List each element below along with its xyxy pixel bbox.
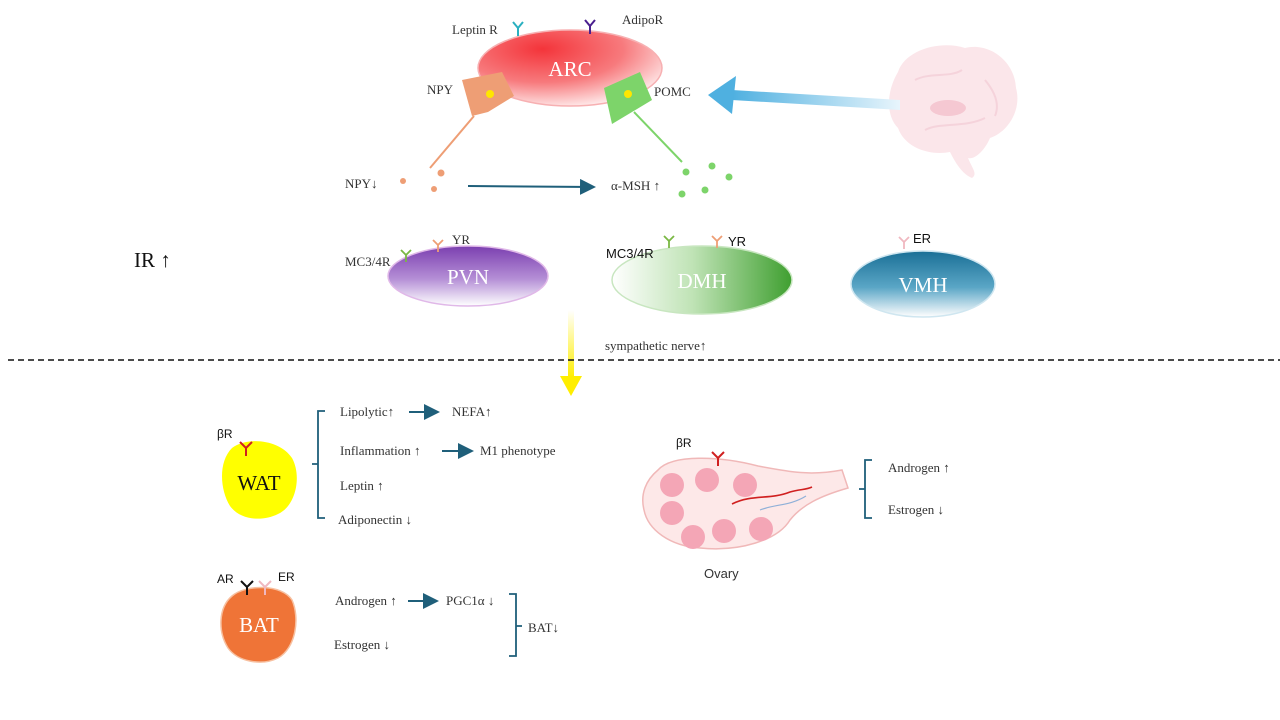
wat-blob: [222, 441, 297, 519]
yr-receptor-icon: [711, 235, 723, 248]
leptin-r-label: Leptin R: [452, 22, 498, 37]
npy-nucleus: [486, 90, 494, 98]
dmh-yr-label: YR: [728, 234, 746, 249]
bat-bracket: [509, 593, 522, 657]
ovary-beta-receptor-icon: [711, 451, 725, 466]
androgen-receptor-icon: [240, 580, 254, 595]
lipolytic-label: Lipolytic↑: [340, 404, 394, 419]
npy-dot: [400, 178, 406, 184]
amsh-dot: [725, 173, 733, 181]
npy-to-amsh-arrow: [467, 178, 596, 195]
brain-icon: [889, 45, 1018, 178]
mc34r-receptor-icon: [663, 235, 675, 248]
beta-receptor-icon: [239, 441, 253, 456]
bat-androgen-label: Androgen ↑: [335, 593, 397, 608]
wat-br-label: βR: [217, 427, 233, 441]
ovary-bracket: [859, 459, 872, 519]
sympathetic-arrow: [560, 310, 582, 396]
bat-ar-label: AR: [217, 572, 234, 586]
pomc-label: POMC: [654, 84, 691, 99]
pomc-axon: [633, 111, 683, 163]
npy-down-label: NPY↓: [345, 176, 378, 191]
ovary-br-label: βR: [676, 436, 692, 450]
bat-estrogen-label: Estrogen ↓: [334, 637, 390, 652]
ovary-vessel: [731, 486, 813, 505]
npy-label: NPY: [427, 82, 454, 97]
pvn-label: PVN: [447, 265, 489, 289]
amsh-label: α-MSH ↑: [611, 178, 660, 193]
vmh-er-label: ER: [913, 231, 931, 246]
wat-label: WAT: [237, 471, 280, 495]
pvn-yr-label: YR: [452, 232, 470, 247]
mc34r-receptor-icon: [400, 249, 412, 262]
vmh-label: VMH: [898, 273, 947, 297]
ovary-androgen-label: Androgen ↑: [888, 460, 950, 475]
wat-bracket: [312, 410, 325, 519]
ovary-vessel: [759, 495, 807, 511]
amsh-dot: [678, 190, 686, 198]
ovary-label: Ovary: [704, 566, 739, 581]
amsh-dot: [682, 168, 690, 176]
amsh-dot: [708, 162, 716, 170]
brain-to-arc-arrow: [708, 76, 900, 114]
nefa-label: NEFA↑: [452, 404, 491, 419]
ovary-follicle: [695, 468, 719, 492]
sympathetic-label: sympathetic nerve↑: [605, 338, 706, 353]
arc-label: ARC: [548, 57, 591, 81]
bat-er-label: ER: [278, 570, 295, 584]
dmh-ellipse: [611, 245, 793, 315]
ovary-follicle: [660, 501, 684, 525]
ovary-follicle: [681, 525, 705, 549]
leptin-label: Leptin ↑: [340, 478, 384, 493]
ovary-follicle: [733, 473, 757, 497]
pvn-mc34r-label: MC3/4R: [345, 254, 391, 269]
bat-label: BAT: [239, 613, 279, 637]
ovary-follicle: [660, 473, 684, 497]
er-receptor-icon: [898, 236, 910, 249]
npy-axon: [429, 115, 475, 169]
bat-down-label: BAT↓: [528, 620, 559, 635]
adiponectin-label: Adiponectin ↓: [338, 512, 412, 527]
vmh-ellipse: [850, 250, 996, 318]
yr-receptor-icon: [432, 239, 444, 252]
dmh-label: DMH: [677, 269, 726, 293]
m1-label: M1 phenotype: [480, 443, 556, 458]
inflammation-label: Inflammation ↑: [340, 443, 421, 458]
dmh-mc34r-label: MC3/4R: [606, 246, 654, 261]
pgc-label: PGC1α ↓: [446, 593, 494, 608]
estrogen-receptor-icon: [258, 580, 272, 595]
pvn-ellipse: [387, 245, 549, 307]
leptin-receptor-icon: [512, 21, 524, 36]
amsh-dot: [701, 186, 709, 194]
adipor-receptor-icon: [584, 19, 596, 34]
ir-label: IR ↑: [134, 248, 171, 272]
adipor-label: AdipoR: [622, 12, 664, 27]
npy-dot: [431, 186, 437, 192]
ovary-estrogen-label: Estrogen ↓: [888, 502, 944, 517]
ovary-follicle: [749, 517, 773, 541]
pomc-nucleus: [624, 90, 632, 98]
npy-dot: [437, 169, 445, 177]
bat-blob: [220, 586, 297, 663]
ovary-follicle: [712, 519, 736, 543]
